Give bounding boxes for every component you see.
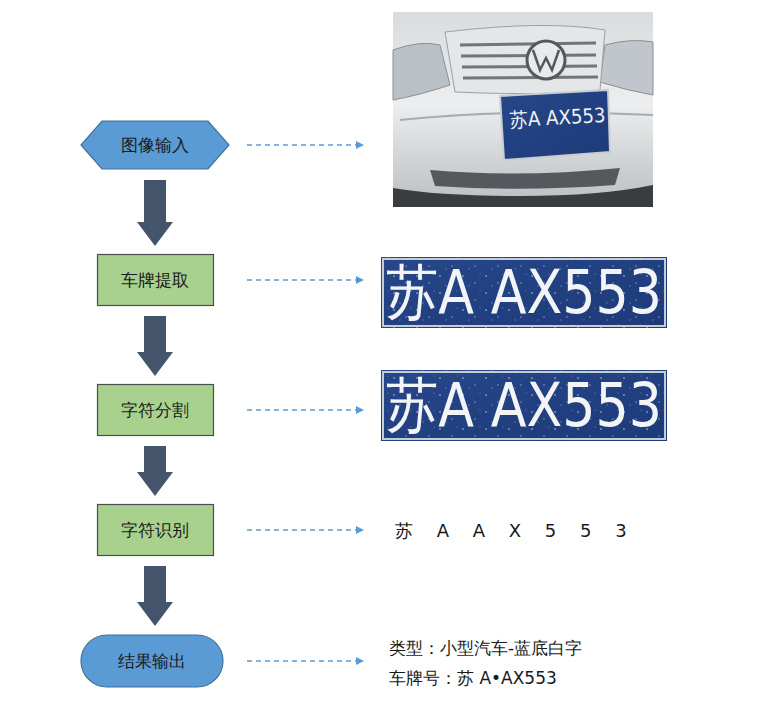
node-label: 结果输出: [118, 650, 186, 673]
flow-arrow: [137, 566, 173, 626]
leader-arrows: [247, 145, 363, 661]
flow-arrow: [137, 180, 173, 246]
result-text: 车牌号：苏 A•AX553: [389, 667, 557, 690]
terminal-pill: 结果输出: [80, 634, 224, 688]
result-text: 类型：小型汽车-蓝底白字: [389, 637, 582, 660]
plate-text: 苏A AX553: [386, 370, 662, 440]
recognized-chars: 苏 A A X 5 5 3: [395, 519, 627, 543]
extracted-plate: [381, 257, 667, 328]
process-box: 车牌提取: [97, 254, 214, 306]
plate-text: 苏A AX553: [509, 103, 606, 132]
process-box: 字符识别: [97, 504, 214, 556]
node-label: 图像输入: [121, 134, 189, 157]
node-label: 字符分割: [121, 399, 189, 422]
plate-text: 苏A AX553: [386, 257, 662, 327]
car-photo: [393, 12, 653, 207]
flow-arrow: [137, 316, 173, 376]
input-hexagon: 图像输入: [80, 120, 230, 170]
node-label: 车牌提取: [121, 269, 189, 292]
segmented-plate: [381, 370, 667, 441]
process-box: 字符分割: [97, 384, 214, 436]
node-label: 字符识别: [121, 519, 189, 542]
flow-arrow: [137, 446, 173, 496]
